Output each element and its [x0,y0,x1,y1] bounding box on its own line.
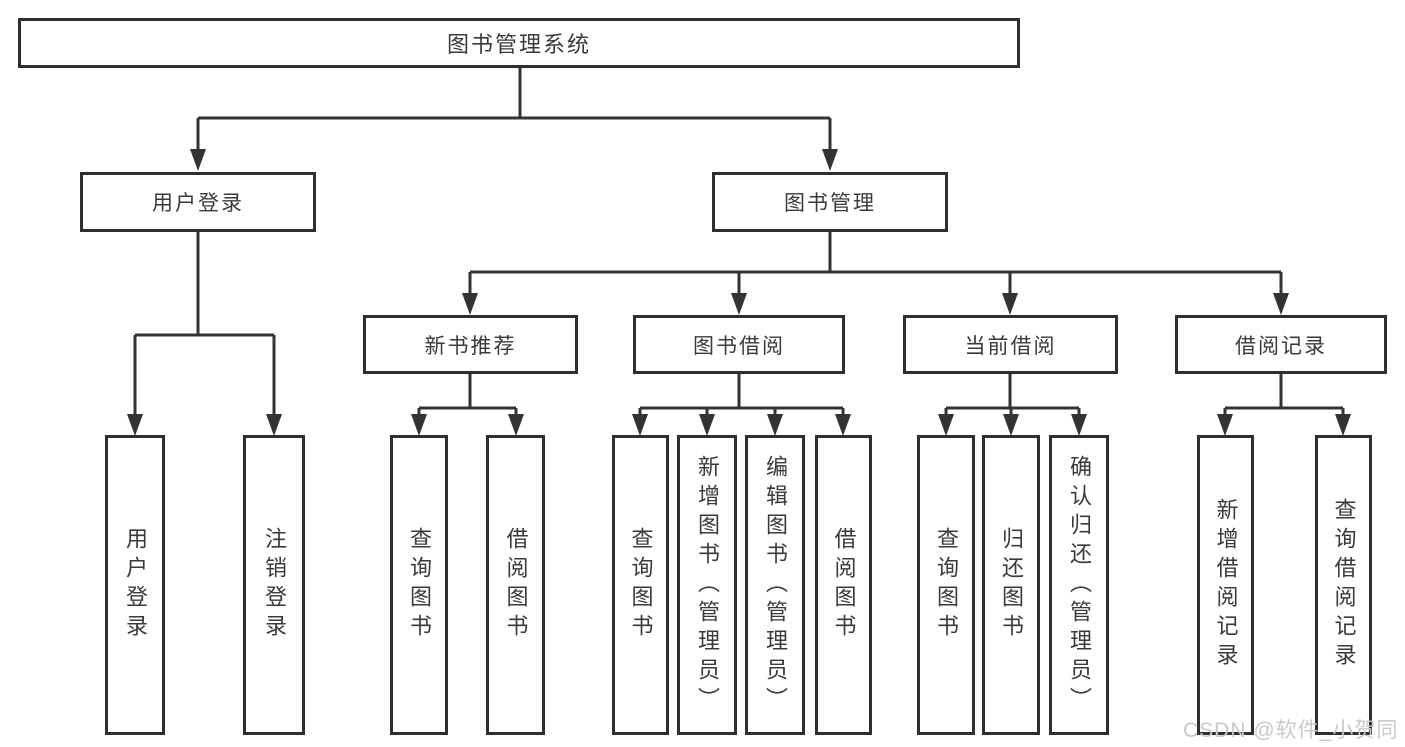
node-label: 注销登录 [262,527,287,643]
node-current-borrowing: 当前借阅 [903,315,1118,374]
node-label: 编辑图书（管理员） [763,454,788,716]
leaf-user-login: 用户登录 [105,435,165,735]
leaf-recommend-borrow-books: 借阅图书 [486,435,545,735]
leaf-borrowing-add-books-admin: 新增图书（管理员） [677,435,737,735]
node-label: 借阅记录 [1235,334,1327,358]
node-label: 用户登录 [152,192,244,215]
node-label: 图书管理系统 [446,32,591,57]
leaf-recommend-query-books: 查询图书 [390,435,448,735]
node-label: 借阅图书 [831,527,857,643]
node-label: 新增图书（管理员） [695,454,720,716]
node-library-system: 图书管理系统 [18,18,1020,68]
node-label: 用户登录 [123,527,148,643]
leaf-current-query-books: 查询图书 [917,435,975,735]
leaf-borrowing-borrow-books: 借阅图书 [815,435,872,735]
node-label: 查询图书 [407,527,432,643]
leaf-logout-login: 注销登录 [243,435,305,735]
leaf-records-add-record: 新增借阅记录 [1197,435,1254,735]
leaf-borrowing-edit-books-admin: 编辑图书（管理员） [745,435,805,735]
node-label: 图书借阅 [693,334,785,358]
node-book-borrowing: 图书借阅 [633,315,845,374]
node-user-login: 用户登录 [80,172,316,232]
leaf-current-return-books: 归还图书 [982,435,1040,735]
node-new-book-recommend: 新书推荐 [363,315,578,374]
node-borrowing-records: 借阅记录 [1175,315,1387,374]
node-label: 归还图书 [999,527,1024,643]
node-label: 查询图书 [628,527,654,643]
node-label: 新书推荐 [424,334,517,358]
leaf-borrowing-query-books: 查询图书 [612,435,669,735]
node-label: 当前借阅 [964,334,1057,358]
node-label: 确认归还（管理员） [1067,454,1092,716]
node-label: 查询借阅记录 [1331,498,1357,672]
leaf-current-confirm-return-admin: 确认归还（管理员） [1049,435,1109,735]
csdn-watermark: CSDN @软件_小贺同学 [1183,719,1399,742]
node-label: 借阅图书 [503,527,529,643]
node-label: 新增借阅记录 [1213,498,1239,672]
leaf-records-query-record: 查询借阅记录 [1315,435,1372,735]
node-book-management: 图书管理 [712,172,948,232]
node-label: 图书管理 [784,192,876,215]
node-label: 查询图书 [934,527,959,643]
